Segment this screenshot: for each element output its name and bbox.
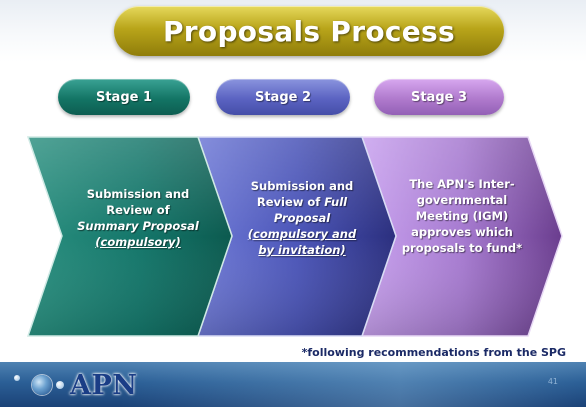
title-banner: Proposals Process (114, 6, 504, 56)
stage-3-line-5: proposals to fund* (401, 241, 523, 255)
stage-2-line-1: Submission and (250, 179, 354, 193)
stage-2-line-3: Proposal (273, 211, 331, 225)
stage-2-description: Submission and Review of Full Proposal (… (232, 178, 372, 258)
globe-icon (32, 375, 52, 395)
stage-1-line-2: Review of (106, 203, 170, 217)
stage-1-line-1: Submission and (86, 187, 190, 201)
stage-3-line-2: governmental (416, 193, 508, 207)
logo-dot-icon (56, 381, 64, 389)
stage-2-line-2a: Review of (256, 195, 325, 209)
page-number: 41 (547, 377, 558, 386)
stage-1-line-4: (compulsory) (95, 235, 181, 249)
logo-text: APN (70, 369, 138, 401)
stage-3-chevron (360, 136, 563, 337)
stage-2-chevron (196, 136, 397, 337)
footer-highlight (120, 362, 586, 407)
stage-3-line-4: approves which (411, 225, 513, 239)
stage-2-pill: Stage 2 (216, 79, 350, 115)
stage-3-line-1: The APN's Inter- (409, 177, 515, 191)
stage-2-line-5: by invitation) (258, 243, 346, 257)
footer-band (0, 362, 586, 407)
stage-3-description: The APN's Inter- governmental Meeting (I… (391, 176, 533, 256)
footnote: *following recommendations from the SPG (301, 346, 566, 359)
stage-2-line-2: Review of Full (232, 194, 372, 210)
stage-1-line-3: Summary Proposal (77, 219, 199, 233)
stage-3-line-3: Meeting (IGM) (415, 209, 509, 223)
apn-logo: APN (14, 368, 137, 402)
stage-3-label: Stage 3 (410, 89, 468, 105)
stage-2-label: Stage 2 (254, 89, 312, 105)
stage-1-label: Stage 1 (95, 89, 153, 105)
stage-1-chevron (26, 136, 233, 337)
stage-1-description: Submission and Review of Summary Proposa… (68, 186, 208, 250)
stage-1-pill: Stage 1 (58, 79, 190, 115)
stage-3-pill: Stage 3 (374, 79, 504, 115)
stage-2-line-4: (compulsory and (247, 227, 357, 241)
stage-2-line-2b: Full (324, 195, 348, 209)
logo-small-dot-icon (14, 375, 20, 381)
slide-title: Proposals Process (162, 14, 455, 48)
